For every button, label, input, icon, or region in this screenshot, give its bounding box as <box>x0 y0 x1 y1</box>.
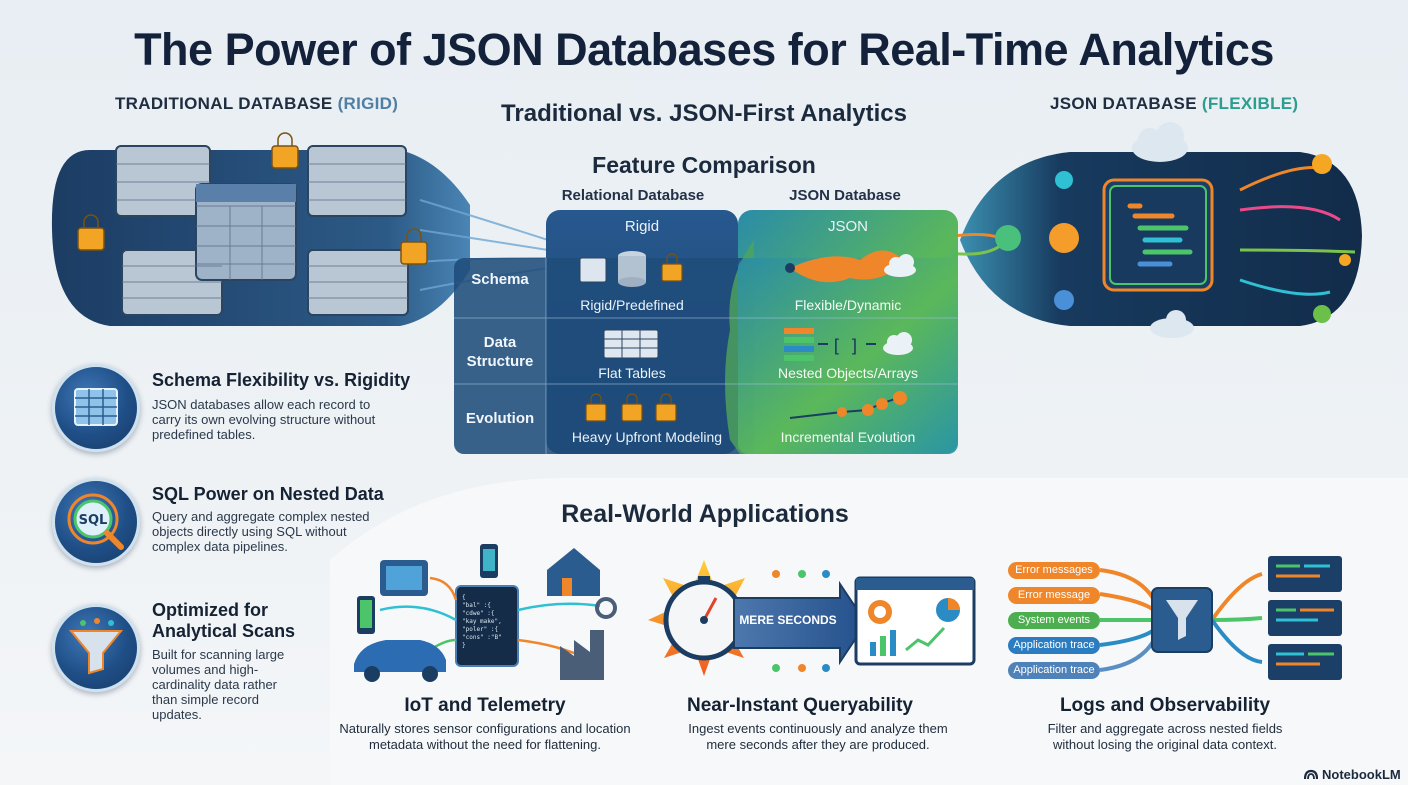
funnel-filter-icon <box>1151 587 1213 653</box>
funnel-icon <box>68 618 124 675</box>
json-column-header: JSON Database <box>789 187 901 204</box>
app-title-iot: IoT and Telemetry <box>404 695 566 716</box>
stopwatch-icon <box>648 560 760 676</box>
comparison-heading: Traditional vs. JSON-First Analytics <box>501 100 907 127</box>
page-title: The Power of JSON Databases for Real-Tim… <box>134 24 1274 75</box>
log-label-application-trace-2: Application trace <box>1008 662 1100 679</box>
feature-comparison-heading: Feature Comparison <box>592 152 816 178</box>
dashboard-icon <box>854 576 976 666</box>
table-grid-icon <box>74 388 118 426</box>
json-code-icon <box>1127 203 1193 267</box>
json-schema-value: Flexible/Dynamic <box>794 297 902 313</box>
json-heading-main: JSON DATABASE <box>1050 94 1197 113</box>
feature-desc-scans: Built for scanning large volumes and hig… <box>152 647 285 722</box>
json-nodes <box>995 154 1351 323</box>
feature-icon-sql: SQL <box>52 478 140 566</box>
relational-column-header: Relational Database <box>561 187 705 204</box>
log-label-system-events: System events <box>1008 612 1100 629</box>
evolution-line-icon <box>789 391 907 419</box>
json-column-tag: JSON <box>827 218 868 235</box>
traditional-heading: TRADITIONAL DATABASE (RIGID) <box>115 94 398 114</box>
flat-table-icon <box>603 329 659 359</box>
notebooklm-logo-icon <box>1304 769 1318 780</box>
json-heading-accent: (FLEXIBLE) <box>1201 94 1299 113</box>
mere-seconds-arrow <box>733 580 868 666</box>
nested-array-icon: [ ] <box>784 328 876 361</box>
app-title-queryability: Near-Instant Queryability <box>687 695 913 716</box>
app-desc-logs: Filter and aggregate across nested field… <box>1047 721 1283 752</box>
row-label-data-structure: Data Structure <box>466 334 534 370</box>
feature-title-sql: SQL Power on Nested Data <box>152 484 384 504</box>
log-streams <box>1099 568 1263 672</box>
iot-illustration <box>354 544 617 682</box>
cloud-icon <box>1132 122 1194 338</box>
brand-badge: NotebookLM <box>1304 766 1401 782</box>
traditional-heading-main: TRADITIONAL DATABASE <box>115 94 333 113</box>
feature-icon-scans <box>52 604 140 692</box>
row-label-schema: Schema <box>471 271 529 288</box>
mere-seconds-label: MERE SECONDS <box>739 613 837 627</box>
database-cylinder-icon <box>579 251 646 287</box>
feature-desc-sql: Query and aggregate complex nested objec… <box>152 509 370 554</box>
feature-title-schema: Schema Flexibility vs. Rigidity <box>152 370 411 390</box>
sql-icon-text: SQL <box>79 513 108 528</box>
sql-magnifier-icon: SQL <box>67 493 124 550</box>
feature-title-scans: Optimized for Analytical Scans <box>152 600 296 641</box>
feature-desc-schema: JSON databases allow each record to carr… <box>152 397 376 442</box>
feature-icon-schema <box>52 364 140 452</box>
json-evolution-value: Incremental Evolution <box>780 429 916 445</box>
log-label-application-trace: Application trace <box>1008 637 1100 654</box>
relational-schema-value: Rigid/Predefined <box>580 297 684 313</box>
row-label-evolution: Evolution <box>465 410 535 427</box>
log-label-error-message: Error message <box>1008 587 1100 604</box>
node-dots <box>772 570 830 672</box>
applications-heading: Real-World Applications <box>561 500 849 528</box>
json-structure-value: Nested Objects/Arrays <box>777 365 919 381</box>
relational-column-tag: Rigid <box>624 218 660 235</box>
lock-icon <box>77 132 428 265</box>
app-title-logs: Logs and Observability <box>1059 695 1271 716</box>
relational-evolution-value: Heavy Upfront Modeling <box>571 429 723 445</box>
json-snippet: { "bal" :{ "cdwe" :{ "kay make", "poler"… <box>462 594 502 649</box>
relational-structure-value: Flat Tables <box>598 365 666 381</box>
traditional-heading-accent: (RIGID) <box>337 94 399 113</box>
svg-text:]: ] <box>849 336 860 357</box>
log-label-error-messages: Error messages <box>1008 562 1100 579</box>
app-desc-queryability: Ingest events continuously and analyze t… <box>688 721 948 752</box>
flexible-wave-icon <box>790 250 905 283</box>
brand-label: NotebookLM <box>1322 766 1401 782</box>
lock-icon <box>585 253 683 422</box>
svg-text:[: [ <box>831 336 842 357</box>
app-desc-iot: Naturally stores sensor configurations a… <box>339 721 631 752</box>
json-heading: JSON DATABASE (FLEXIBLE) <box>1050 94 1298 114</box>
log-output-icon <box>1268 556 1342 680</box>
cloud-icon <box>883 254 916 355</box>
